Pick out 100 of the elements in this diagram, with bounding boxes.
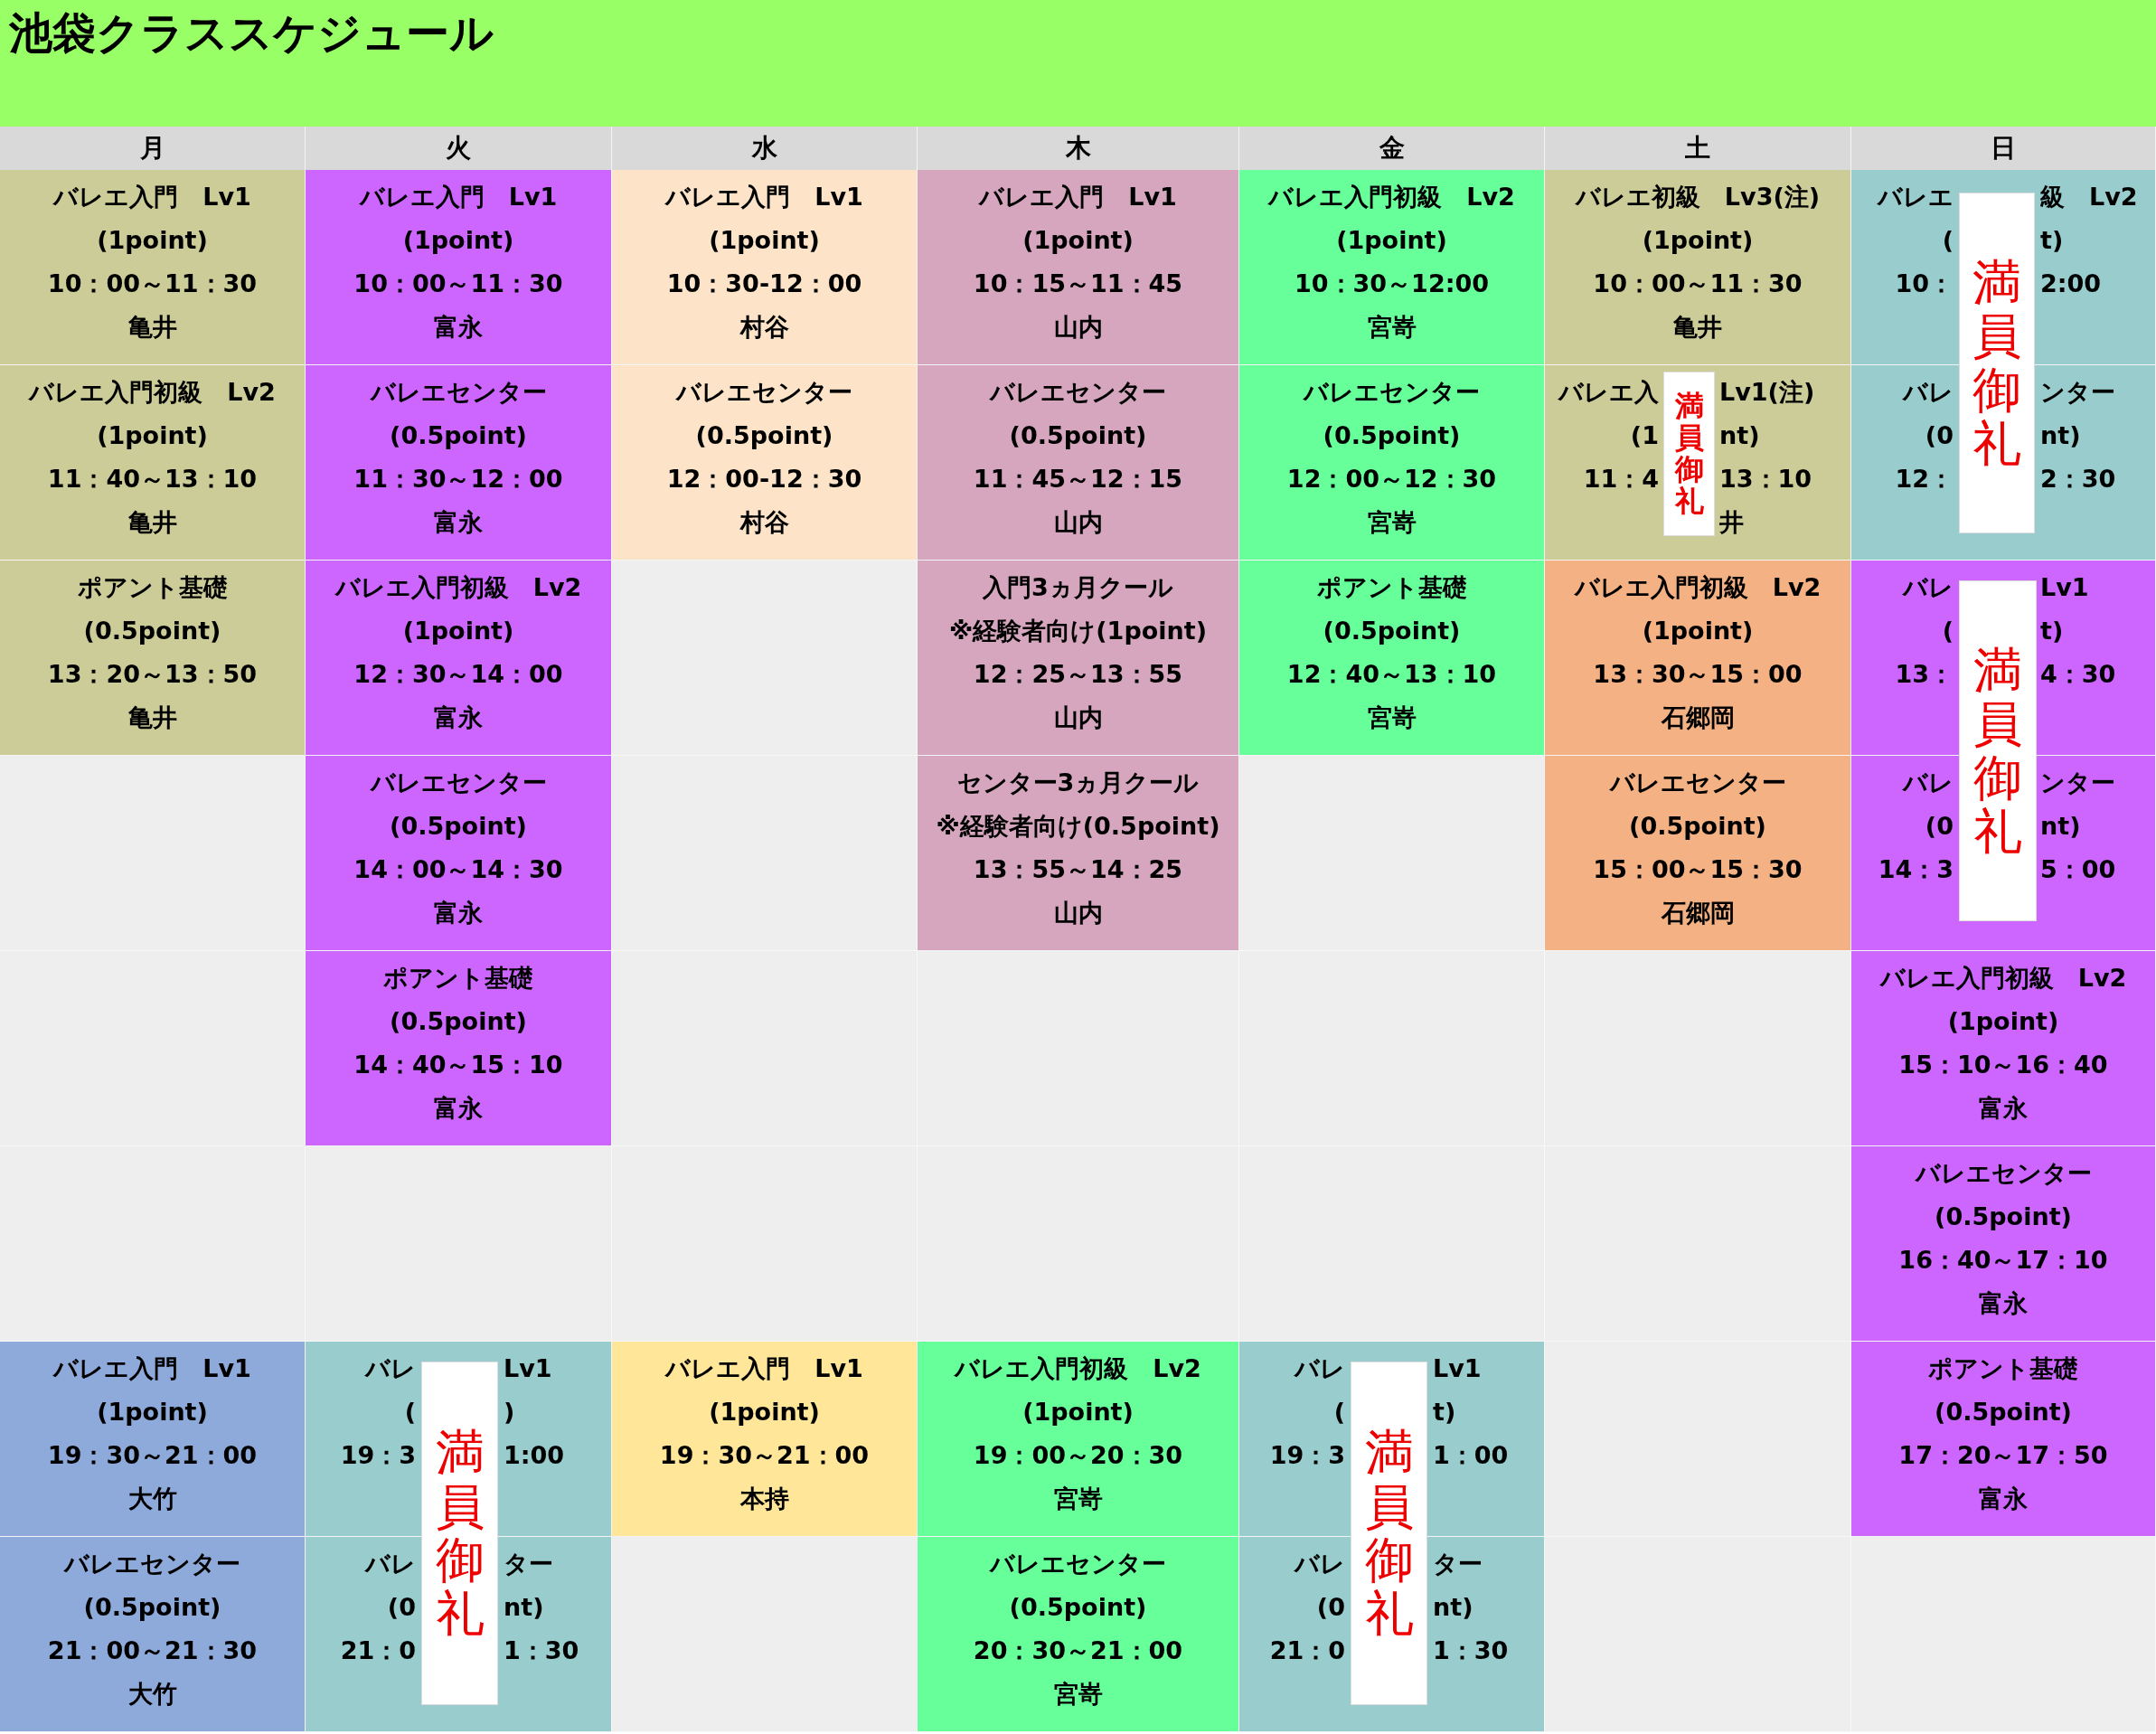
- teacher-name: 宮嵜: [1367, 312, 1417, 343]
- time-text: 10：30-12：00: [666, 269, 862, 299]
- full-booking-sticker-overlay: [1959, 580, 2037, 921]
- class-cell: [1851, 1342, 2156, 1537]
- teacher-name: 富永: [434, 702, 483, 733]
- class-name: バレエセンター: [990, 377, 1166, 408]
- points-text: ): [504, 1397, 516, 1428]
- time-text: 19：3: [339, 1440, 416, 1471]
- points-text: (0.5point): [1323, 420, 1461, 451]
- class-name: バレエ入門初級 Lv2: [955, 1353, 1201, 1384]
- time-text: 10：: [1894, 269, 1954, 299]
- points-text: (1point): [709, 1397, 820, 1428]
- time-text: 12：00-12：30: [666, 464, 862, 495]
- points-text: (1point): [97, 1397, 208, 1428]
- class-name: バレ: [1901, 377, 1954, 408]
- time-text: 19：30～21：00: [47, 1440, 258, 1471]
- teacher-name: 山内: [1053, 898, 1103, 928]
- teacher-name: 石郷岡: [1661, 702, 1735, 733]
- full-booking-sticker-overlay: [421, 1362, 498, 1705]
- day-header: 土: [1545, 127, 1851, 170]
- teacher-name: 宮嵜: [1053, 1484, 1103, 1514]
- points-text: (1: [1629, 420, 1659, 451]
- time-text: 12：: [1894, 464, 1954, 495]
- time-text: 14：3: [1877, 854, 1954, 885]
- time-text: 21：0: [339, 1635, 416, 1666]
- class-cell: [1851, 951, 2156, 1146]
- full-booking-text: 満員御礼: [1674, 390, 1704, 518]
- class-cell: [918, 1537, 1239, 1732]
- class-cell: [0, 1342, 306, 1537]
- teacher-name: 大竹: [127, 1484, 177, 1514]
- time-text: 10：15～11：45: [973, 269, 1183, 299]
- time-text: 19：00～20：30: [973, 1440, 1183, 1471]
- points-text: nt): [2040, 811, 2082, 842]
- time-text: 11：45～12：15: [973, 464, 1183, 495]
- class-cell: [306, 756, 612, 951]
- class-name: バレエ入門 Lv1: [53, 182, 251, 212]
- class-name: バレ: [1293, 1353, 1345, 1384]
- class-name: バレエ入: [1557, 377, 1659, 408]
- teacher-name: 富永: [1979, 1484, 2028, 1514]
- class-name: バレエセンター: [1609, 768, 1786, 798]
- points-text: t): [2040, 616, 2065, 646]
- points-text: ※経験者向け(1point): [949, 616, 1207, 646]
- class-cell: [1545, 170, 1851, 365]
- time-text: 16：40～17：10: [1898, 1245, 2108, 1276]
- teacher-name: 宮嵜: [1367, 702, 1417, 733]
- class-name: バレエセンター: [370, 768, 547, 798]
- teacher-name: 村谷: [739, 312, 789, 343]
- teacher-name: 富永: [1979, 1288, 2028, 1319]
- full-booking-sticker-overlay: [1663, 372, 1715, 536]
- time-text: 12：00～12：30: [1286, 464, 1497, 495]
- time-text: 14：00～14：30: [353, 854, 563, 885]
- class-name: バレエ入門 Lv1: [979, 182, 1177, 212]
- time-text: 13：: [1894, 659, 1954, 690]
- time-text: 1：30: [504, 1635, 580, 1666]
- teacher-name: 大竹: [127, 1679, 177, 1710]
- time-text: 21：0: [1268, 1635, 1345, 1666]
- class-name: バレ: [363, 1549, 416, 1579]
- time-text: 21：00～21：30: [47, 1635, 258, 1666]
- class-name: バレエ入門初級 Lv2: [1268, 182, 1515, 212]
- points-text: (1point): [402, 225, 514, 256]
- points-text: (0.5point): [390, 1006, 527, 1037]
- full-booking-text: 満員御礼: [1972, 255, 2021, 471]
- points-text: (0.5point): [695, 420, 833, 451]
- points-text: (1point): [1336, 225, 1447, 256]
- class-name: バレ: [1901, 768, 1954, 798]
- class-cell: [0, 1537, 306, 1732]
- teacher-name: 宮嵜: [1367, 507, 1417, 538]
- points-text: (1point): [709, 225, 820, 256]
- class-cell: [612, 1342, 918, 1537]
- time-text: 1：00: [1433, 1440, 1510, 1471]
- class-name: バレ: [1293, 1549, 1345, 1579]
- class-cell: [918, 365, 1239, 561]
- points-text: (0.5point): [390, 420, 527, 451]
- class-name: バレエセンター: [990, 1549, 1166, 1579]
- class-cell: [1545, 561, 1851, 756]
- time-text: 11：4: [1582, 464, 1659, 495]
- class-cell: [918, 561, 1239, 756]
- points-text: (0.5point): [1323, 616, 1461, 646]
- points-text: (0.5point): [390, 811, 527, 842]
- class-cell: [918, 756, 1239, 951]
- time-text: 13：55～14：25: [973, 854, 1183, 885]
- points-text: (0: [1924, 420, 1954, 451]
- teacher-name: 富永: [434, 1093, 483, 1124]
- class-name: バレエセンター: [1915, 1158, 2092, 1189]
- day-header: 月: [0, 127, 306, 170]
- teacher-name: 富永: [434, 507, 483, 538]
- class-cell: [0, 365, 306, 561]
- time-text: 14：40～15：10: [353, 1050, 563, 1080]
- class-cell: [1545, 756, 1851, 951]
- class-cell: [306, 365, 612, 561]
- points-text: (0: [1315, 1592, 1345, 1623]
- time-text: 4：30: [2040, 659, 2117, 690]
- points-text: (1point): [1022, 225, 1134, 256]
- time-text: 5：00: [2040, 854, 2117, 885]
- teacher-name: 亀井: [127, 312, 177, 343]
- points-text: ※経験者向け(0.5point): [936, 811, 1220, 842]
- time-text: 15：10～16：40: [1898, 1050, 2108, 1080]
- class-cell: [918, 1342, 1239, 1537]
- time-text: 17：20～17：50: [1898, 1440, 2108, 1471]
- class-name: バレエ入門 Lv1: [665, 1353, 863, 1384]
